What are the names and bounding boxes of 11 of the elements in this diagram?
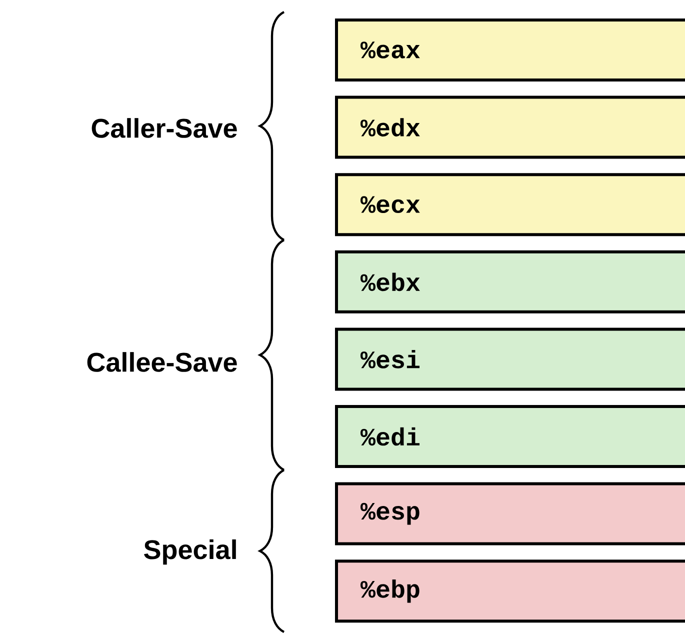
register-box: %edx bbox=[335, 96, 685, 159]
register-box: %esp bbox=[335, 482, 685, 546]
group-label: Special bbox=[144, 539, 236, 565]
register-box: %eax bbox=[335, 18, 685, 82]
register-box: %ecx bbox=[335, 173, 685, 236]
group-label: Caller-Save bbox=[92, 118, 237, 138]
register-box: %edi bbox=[335, 405, 685, 468]
register-box: %esi bbox=[335, 328, 685, 391]
register-box: %ebp bbox=[335, 560, 685, 623]
group-label: Callee-Save bbox=[87, 352, 237, 372]
register-box: %ebx bbox=[335, 250, 685, 314]
